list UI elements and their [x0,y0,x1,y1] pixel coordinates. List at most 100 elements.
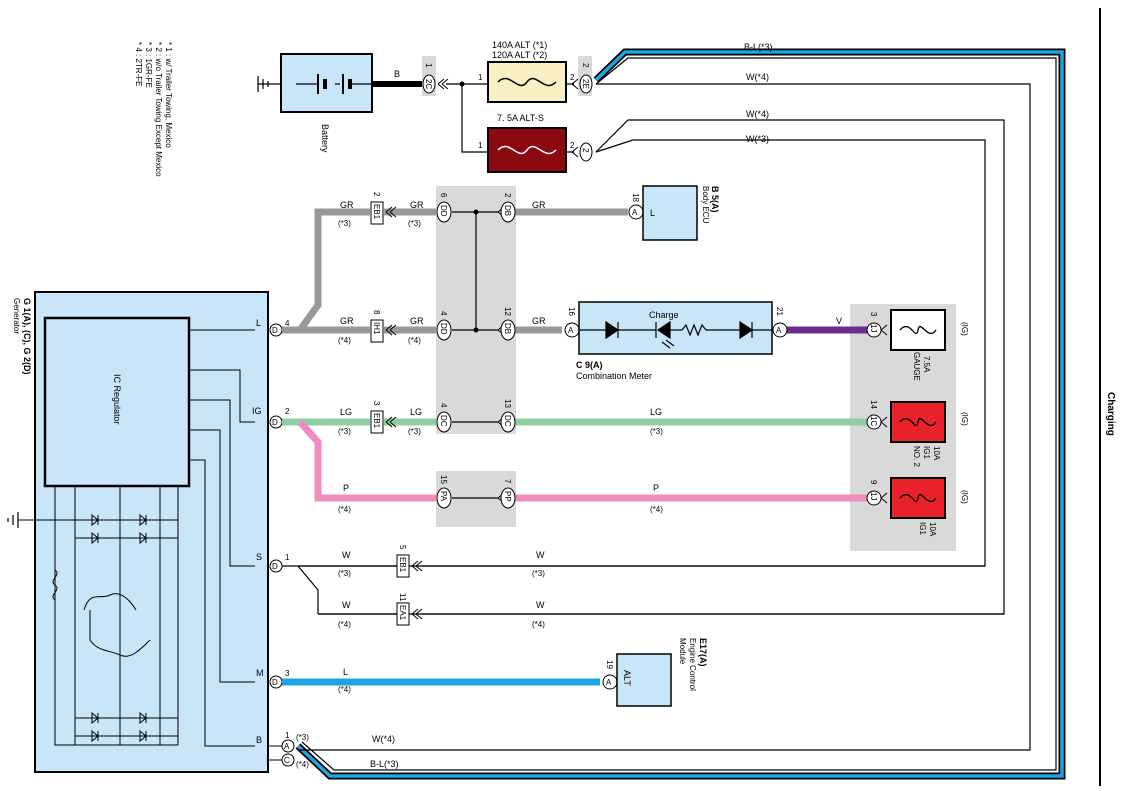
svg-text:IG: IG [252,406,262,416]
svg-text:W: W [536,550,545,560]
svg-text:PA: PA [439,491,448,502]
svg-text:18: 18 [631,193,640,202]
footnotes: * 1 : w/ Trailer Towing, Mexico * 2 : w/… [134,42,173,177]
svg-text:6: 6 [439,193,448,198]
svg-text:21: 21 [775,307,784,316]
connector-pa-pp: PA 15 PP 7 [436,475,516,509]
svg-text:1: 1 [478,73,483,82]
svg-text:B: B [256,735,262,745]
svg-text:(*4): (*4) [408,336,421,345]
body-ecu-code: B 5(A) [710,186,720,213]
svg-text:W(*4): W(*4) [372,734,395,744]
connector-ih1: IH1 8 [370,310,397,343]
svg-text:10A: 10A [932,446,941,461]
fuse-feed-wires [446,83,488,153]
connector-dd-db-top: DD 6 DB 2 [436,193,516,223]
ecm-code: E17(A) [698,638,708,667]
svg-text:(*4): (*4) [338,505,351,514]
svg-text:IG1: IG1 [922,446,931,459]
connector-eb1-b: EB1 3 [370,401,397,434]
svg-text:D: D [272,678,278,687]
svg-text:(*4): (*4) [296,760,309,769]
generator-terminal-b: B 1 A (*3) C (*4) [256,731,309,769]
svg-text:1C: 1C [869,416,878,426]
svg-text:W(*3): W(*3) [746,134,769,144]
svg-text:5: 5 [398,545,407,550]
svg-text:(IG): (IG) [960,490,969,504]
svg-text:(IG): (IG) [960,322,969,336]
svg-text:(*4): (*4) [650,505,663,514]
ecm-name-1: Engine Control [688,638,697,691]
body-ecu-name: Body ECU [701,186,710,224]
svg-text:12: 12 [503,307,512,316]
svg-text:* 4 : 2TR-FE: * 4 : 2TR-FE [134,42,143,86]
ig1-no2-fuse: 1C 14 10A IG1 NO. 2 (IG) [866,400,969,467]
svg-text:DB: DB [503,205,512,216]
ic-regulator-box [43,316,191,488]
body-ecu: A 18 L B 5(A) Body ECU [628,185,720,241]
svg-text:2: 2 [372,192,381,197]
svg-text:2E: 2E [581,79,590,89]
gr-wires [282,208,628,334]
svg-text:P: P [343,483,349,493]
svg-text:2: 2 [581,148,590,153]
wire-label-b: B [394,69,400,79]
svg-text:* 2 : w/o Trailer Towing Excep: * 2 : w/o Trailer Towing Except Mexico [154,42,163,177]
svg-text:(*3): (*3) [338,569,351,578]
svg-text:L: L [256,318,261,328]
svg-text:4: 4 [285,319,290,328]
svg-text:(*3): (*3) [338,427,351,436]
svg-text:1: 1 [285,731,290,740]
svg-text:ALT: ALT [622,670,632,686]
svg-text:4: 4 [439,403,448,408]
svg-text:A: A [632,208,638,217]
alts-fuse-label: 7. 5A ALT-S [497,113,544,123]
connector-dc-pair: DC 4 DC 13 [436,399,516,433]
connector-eb1-c: EB1 5 [396,545,423,578]
svg-text:W: W [536,600,545,610]
svg-text:11: 11 [398,593,407,602]
svg-text:14: 14 [869,400,878,409]
svg-text:PP: PP [503,491,512,502]
svg-text:7.5A: 7.5A [922,356,931,373]
svg-text:DD: DD [439,323,448,335]
svg-text:P: P [653,483,659,493]
svg-text:B-L(*3): B-L(*3) [744,42,773,52]
svg-text:NO. 2: NO. 2 [912,446,921,467]
svg-text:2: 2 [570,73,575,82]
svg-text:2: 2 [581,63,590,68]
svg-text:GR: GR [340,316,354,326]
connector-2c: 2C 1 [422,56,449,96]
alt-fuse-label-1: 140A ALT (*1) [492,40,547,50]
svg-text:A: A [606,678,612,687]
svg-text:D: D [272,326,278,335]
svg-text:V: V [836,316,842,326]
svg-text:EB1: EB1 [372,413,381,429]
combination-meter: A 16 A 21 Charge C 9(A) Combination Mete… [564,301,788,381]
svg-text:1J: 1J [869,492,878,500]
alt-fuse-label-2: 120A ALT (*2) [492,50,547,60]
svg-text:8: 8 [372,310,381,315]
svg-text:L: L [343,667,348,677]
svg-text:GAUGE: GAUGE [912,352,921,381]
svg-text:1: 1 [424,63,433,68]
ic-regulator-label: IC Regulator [112,374,122,425]
svg-text:D: D [272,562,278,571]
svg-text:DD: DD [439,205,448,217]
charge-indicator-label: Charge [649,310,679,320]
svg-text:2: 2 [570,141,575,150]
svg-text:W: W [342,550,351,560]
svg-text:* 3 : 1GR-FE: * 3 : 1GR-FE [144,42,153,88]
svg-text:4: 4 [439,311,448,316]
svg-text:9: 9 [869,480,878,485]
svg-text:A: A [568,326,574,335]
battery-label: Battery [320,124,330,153]
svg-text:15: 15 [439,475,448,484]
svg-text:DB: DB [503,323,512,334]
connector-eb1-a: EB1 2 [370,192,397,225]
svg-text:GR: GR [532,200,546,210]
svg-text:10A: 10A [928,522,937,537]
svg-text:3: 3 [869,312,878,317]
svg-text:GR: GR [340,200,354,210]
svg-text:LG: LG [340,407,352,417]
